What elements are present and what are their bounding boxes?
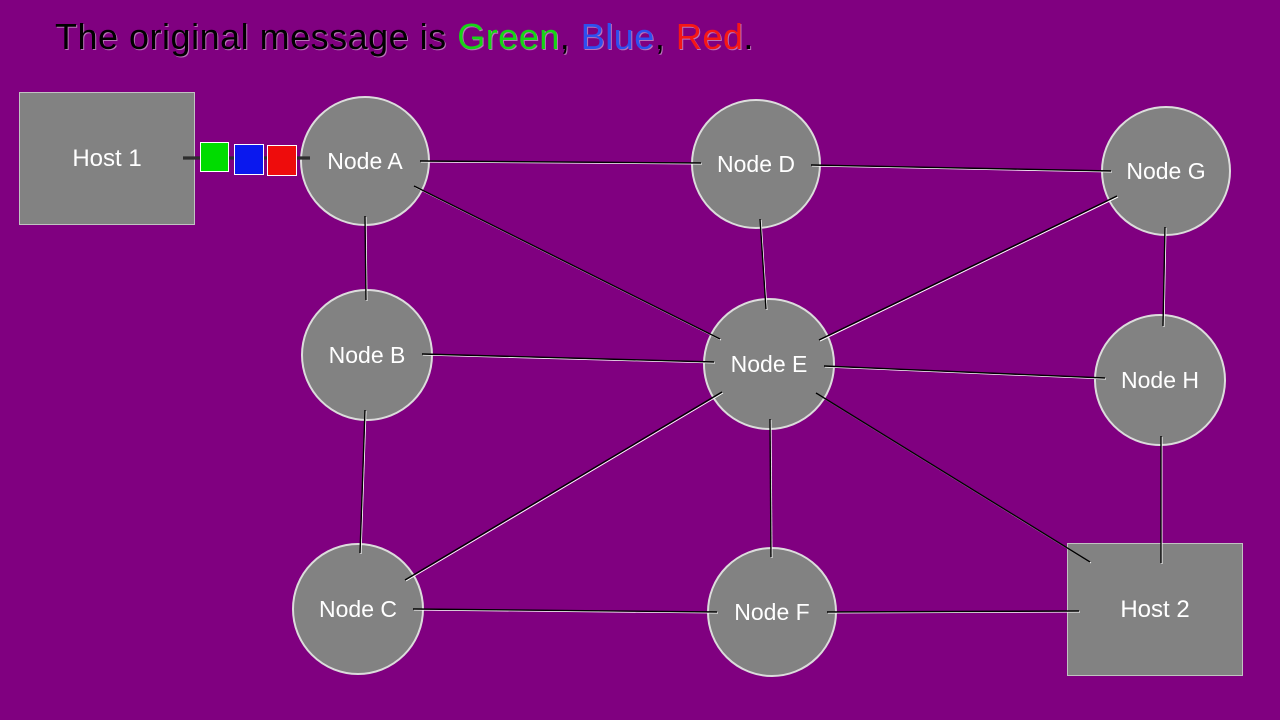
host-1: Host 1 <box>19 92 195 225</box>
title-segment-3: Blue <box>580 16 655 57</box>
edge-a-d-highlight <box>420 161 703 165</box>
edge-d-g-line <box>810 164 1112 172</box>
edge-d-g <box>810 164 1113 173</box>
node-c-label: Node C <box>319 595 397 622</box>
edge-g-h <box>1162 226 1167 328</box>
host-2-label: Host 2 <box>1120 595 1190 623</box>
edge-a-e <box>413 185 722 341</box>
node-d-label: Node D <box>717 150 795 177</box>
edge-c-f-highlight <box>413 609 719 614</box>
edge-e-h-line <box>823 365 1106 379</box>
packet-blue <box>234 144 264 175</box>
node-g: Node G <box>1101 106 1231 236</box>
node-h: Node H <box>1094 314 1226 446</box>
edge-e-f <box>769 418 773 559</box>
edge-b-e <box>421 353 716 364</box>
edge-a-b-line <box>364 215 367 301</box>
node-f-label: Node F <box>734 598 810 625</box>
edge-g-h-line <box>1162 226 1166 327</box>
node-g-label: Node G <box>1126 157 1206 184</box>
edge-e-h-highlight <box>824 366 1107 380</box>
edge-e-g <box>818 195 1119 342</box>
edge-a-e-highlight <box>414 186 722 341</box>
packet-green <box>200 142 229 172</box>
edge-a-d <box>419 160 703 165</box>
node-b: Node B <box>301 289 433 421</box>
node-h-label: Node H <box>1121 366 1199 393</box>
edge-b-c-highlight <box>360 410 367 555</box>
node-c: Node C <box>292 543 424 675</box>
edge-e-f-highlight <box>770 419 773 559</box>
edge-d-e <box>759 218 768 311</box>
edge-a-e-line <box>413 185 721 340</box>
node-b-label: Node B <box>328 341 406 368</box>
node-a: Node A <box>300 96 430 226</box>
node-e: Node E <box>703 298 835 430</box>
edge-c-f <box>412 608 719 614</box>
host-1-label: Host 1 <box>72 144 142 172</box>
edge-e-host2 <box>815 392 1092 564</box>
edge-e-g-line <box>818 195 1118 341</box>
title-segment-5: Red <box>675 16 744 57</box>
edge-c-e-line <box>404 391 723 581</box>
node-e-label: Node E <box>730 350 808 377</box>
edge-f-host2-highlight <box>827 611 1081 614</box>
edge-c-e-highlight <box>405 392 724 582</box>
edge-e-h <box>823 365 1107 380</box>
title-segment-0: The original message is <box>55 16 458 57</box>
packet-red <box>267 145 297 176</box>
title-segment-1: Green <box>457 16 560 57</box>
page-title: The original message is Green, Blue, Red… <box>55 16 754 58</box>
edge-g-h-highlight <box>1163 227 1167 328</box>
edge-e-host2-line <box>815 392 1091 563</box>
edge-e-g-highlight <box>819 196 1119 342</box>
edge-e-f-line <box>769 418 772 558</box>
edge-b-e-highlight <box>422 354 716 364</box>
edge-e-host2-highlight <box>816 393 1092 564</box>
title-segment-4: , <box>654 16 676 57</box>
title-segment-6: . <box>743 16 754 57</box>
edge-a-d-line <box>419 160 702 164</box>
edge-d-e-highlight <box>760 219 768 311</box>
node-d: Node D <box>691 99 821 229</box>
edge-d-g-highlight <box>811 165 1113 173</box>
edge-d-e-line <box>759 218 767 310</box>
node-a-label: Node A <box>327 147 403 174</box>
node-f: Node F <box>707 547 837 677</box>
title-segment-2: , <box>559 16 581 57</box>
edge-b-c <box>359 409 367 555</box>
edge-b-e-line <box>421 353 715 363</box>
edge-c-f-line <box>412 608 718 613</box>
edge-f-host2 <box>826 610 1081 614</box>
host-2: Host 2 <box>1067 543 1243 676</box>
edge-b-c-line <box>359 409 366 554</box>
edge-c-e <box>404 391 724 582</box>
edge-f-host2-line <box>826 610 1080 613</box>
